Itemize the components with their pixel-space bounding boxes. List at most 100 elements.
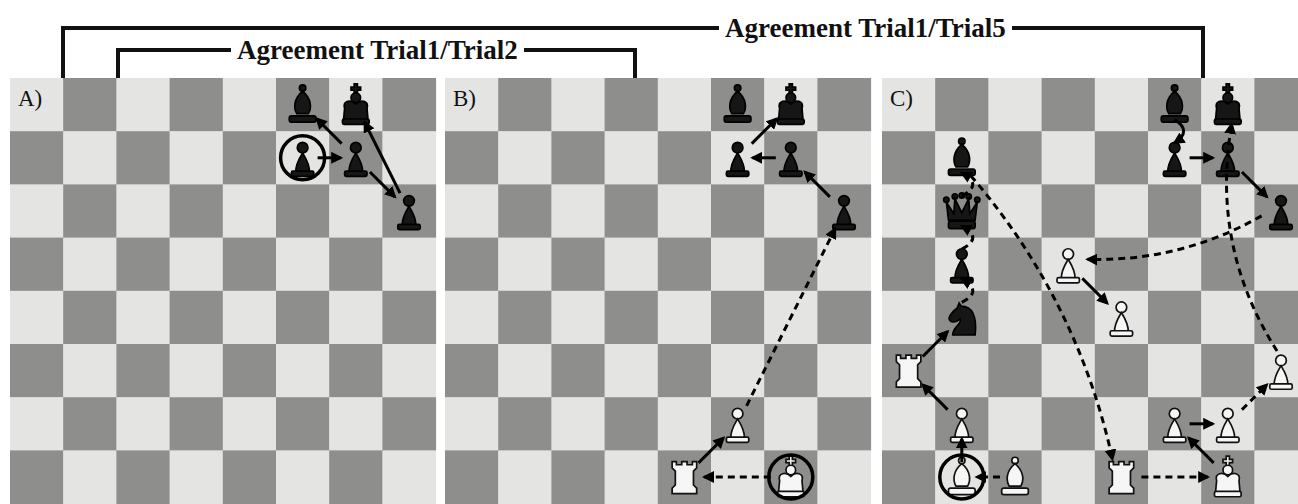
chess-piece [777, 84, 804, 125]
board-square [1148, 344, 1202, 398]
board-square [276, 238, 330, 292]
board-square [116, 344, 170, 398]
board-square [382, 291, 436, 345]
board-square [276, 450, 330, 504]
board-square [276, 291, 330, 345]
board-square [1148, 184, 1202, 238]
board-square [498, 397, 552, 451]
board-square [170, 397, 224, 451]
board-square [445, 131, 499, 185]
move-arrow [1189, 438, 1214, 463]
board-square [882, 184, 936, 238]
board-square [498, 238, 552, 292]
board-square [382, 78, 436, 132]
board-square [551, 78, 605, 132]
board-square [329, 184, 383, 238]
board-square [170, 131, 224, 185]
board-square [605, 291, 659, 345]
chess-piece [1217, 408, 1239, 442]
board-square [1148, 78, 1202, 132]
selection-circle [769, 455, 813, 499]
board-square [658, 344, 712, 398]
board-square [551, 291, 605, 345]
board-square [1042, 131, 1096, 185]
board-square [445, 344, 499, 398]
dashed-move-arrow [962, 226, 973, 249]
board-square [1095, 344, 1149, 398]
board-square [223, 397, 277, 451]
dashed-move-arrow [747, 229, 836, 406]
chess-piece [1217, 142, 1239, 176]
chess-piece [726, 142, 748, 176]
dashed-move-arrow [1088, 216, 1262, 260]
dashed-move-arrow [977, 476, 1000, 479]
board-square [988, 78, 1042, 132]
chess-piece [291, 142, 313, 176]
board-square [711, 291, 765, 345]
board-square [1095, 238, 1149, 292]
chess-piece [726, 408, 748, 442]
board-square [170, 78, 224, 132]
board-square [988, 397, 1042, 451]
chess-piece [672, 462, 697, 494]
board-square [170, 344, 224, 398]
board-square [223, 450, 277, 504]
chess-piece [1214, 456, 1241, 497]
chess-piece [896, 355, 921, 387]
board-square [10, 131, 64, 185]
board-square [882, 291, 936, 345]
board-square [711, 238, 765, 292]
chess-piece [1270, 355, 1292, 389]
chess-board [445, 78, 871, 504]
board-square [1254, 450, 1298, 504]
move-arrow [1190, 156, 1213, 159]
chess-piece [833, 196, 855, 230]
board-square [445, 291, 499, 345]
board-square [223, 344, 277, 398]
board-square [445, 184, 499, 238]
board-square [988, 344, 1042, 398]
board-square [658, 291, 712, 345]
board-square [605, 131, 659, 185]
chess-piece [1161, 85, 1188, 122]
board-square [711, 78, 765, 132]
board-square [116, 131, 170, 185]
agreement-heading: Agreement Trial1/Trial5 [719, 14, 1012, 44]
board-square [988, 131, 1042, 185]
board-square [1201, 344, 1255, 398]
board-square [711, 344, 765, 398]
board-square [1042, 78, 1096, 132]
board-square [551, 397, 605, 451]
chess-piece [1109, 462, 1134, 494]
move-arrow [699, 438, 724, 463]
board-square [223, 78, 277, 132]
board-square [10, 397, 64, 451]
board-square [223, 131, 277, 185]
board-square [1095, 184, 1149, 238]
board-square [329, 291, 383, 345]
board-square [764, 450, 818, 504]
board-square [605, 344, 659, 398]
board-square [1042, 450, 1096, 504]
board-square [498, 344, 552, 398]
panel-letter: C) [890, 86, 913, 111]
chess-piece [948, 138, 975, 175]
board-square [170, 184, 224, 238]
chess-piece [1057, 249, 1079, 283]
board-square [935, 131, 989, 185]
board-square [445, 450, 499, 504]
board-square [170, 238, 224, 292]
board-square [817, 238, 871, 292]
move-arrow [365, 122, 400, 193]
board-square [498, 291, 552, 345]
dashed-move-arrow [1242, 385, 1267, 410]
board-square [63, 397, 117, 451]
dashed-move-arrow [962, 279, 973, 302]
board-square [10, 291, 64, 345]
board-square [1095, 450, 1149, 504]
board-square [764, 397, 818, 451]
board-square [1042, 397, 1096, 451]
board-square [605, 238, 659, 292]
board-square [1095, 397, 1149, 451]
